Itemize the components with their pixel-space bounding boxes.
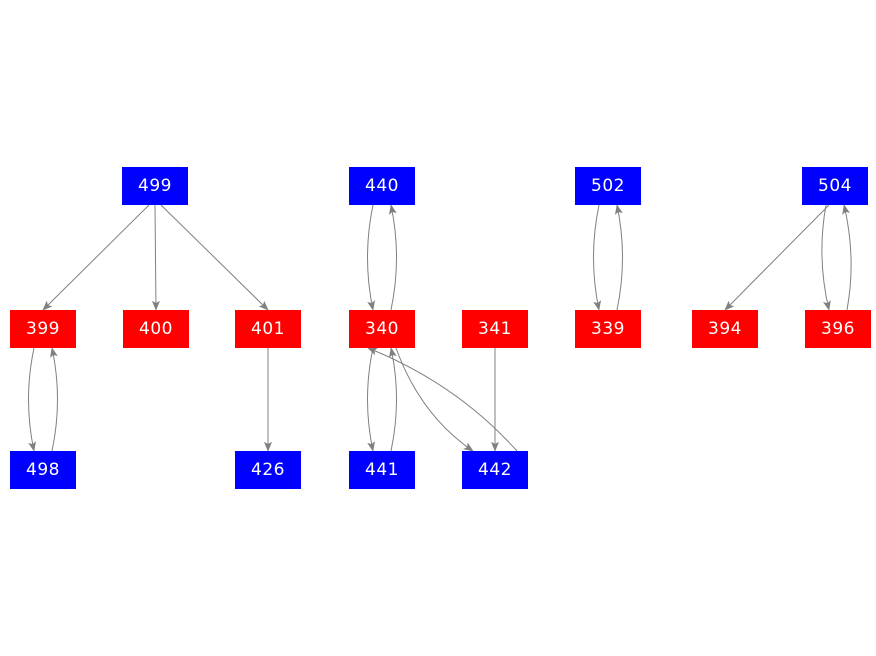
graph-node-499[interactable]: 499	[122, 167, 188, 205]
graph-node-label: 426	[251, 459, 285, 480]
graph-node-label: 399	[26, 318, 60, 339]
graph-node-441[interactable]: 441	[349, 451, 415, 489]
graph-node-label: 339	[591, 318, 625, 339]
graph-edge-504-to-394	[724, 204, 830, 311]
graph-edge-499-to-399	[42, 204, 150, 311]
graph-node-399[interactable]: 399	[10, 310, 76, 348]
graph-node-504[interactable]: 504	[802, 167, 868, 205]
graph-node-396[interactable]: 396	[805, 310, 871, 348]
graph-edge-499-to-400	[151, 204, 160, 311]
graph-edge-440-to-340	[367, 204, 376, 311]
graph-node-label: 499	[138, 175, 172, 196]
graph-edge-502-to-339	[593, 204, 602, 311]
graph-node-label: 440	[365, 175, 399, 196]
graph-node-label: 498	[26, 459, 60, 480]
graph-edge-441-to-340	[389, 347, 397, 452]
graph-node-339[interactable]: 339	[575, 310, 641, 348]
graph-node-label: 442	[478, 459, 512, 480]
graph-edge-340-to-441	[367, 347, 375, 452]
graph-edge-340-to-440	[388, 204, 397, 311]
graph-edge-399-to-498	[28, 347, 36, 452]
graph-edge-498-to-399	[50, 347, 58, 452]
graph-node-label: 400	[139, 318, 173, 339]
graph-node-340[interactable]: 340	[349, 310, 415, 348]
graph-edge-442-to-340	[367, 347, 518, 452]
graph-node-label: 502	[591, 175, 625, 196]
edges-group	[28, 204, 852, 452]
graph-node-label: 401	[251, 318, 285, 339]
graph-node-label: 340	[365, 318, 399, 339]
graph-node-label: 394	[708, 318, 742, 339]
graph-node-label: 504	[818, 175, 852, 196]
graph-node-401[interactable]: 401	[235, 310, 301, 348]
graph-edge-499-to-401	[160, 204, 269, 311]
graph-node-426[interactable]: 426	[235, 451, 301, 489]
graph-node-341[interactable]: 341	[462, 310, 528, 348]
graph-edge-504-to-396	[821, 204, 831, 311]
graph-node-label: 341	[478, 318, 512, 339]
graph-node-400[interactable]: 400	[123, 310, 189, 348]
graph-node-498[interactable]: 498	[10, 451, 76, 489]
graph-node-label: 396	[821, 318, 855, 339]
graph-node-502[interactable]: 502	[575, 167, 641, 205]
graph-node-label: 441	[365, 459, 399, 480]
graph-node-442[interactable]: 442	[462, 451, 528, 489]
graph-node-440[interactable]: 440	[349, 167, 415, 205]
graph-edge-340-to-442	[395, 347, 474, 452]
graph-node-394[interactable]: 394	[692, 310, 758, 348]
graph-edge-396-to-504	[842, 204, 852, 311]
graph-edge-339-to-502	[614, 204, 623, 311]
